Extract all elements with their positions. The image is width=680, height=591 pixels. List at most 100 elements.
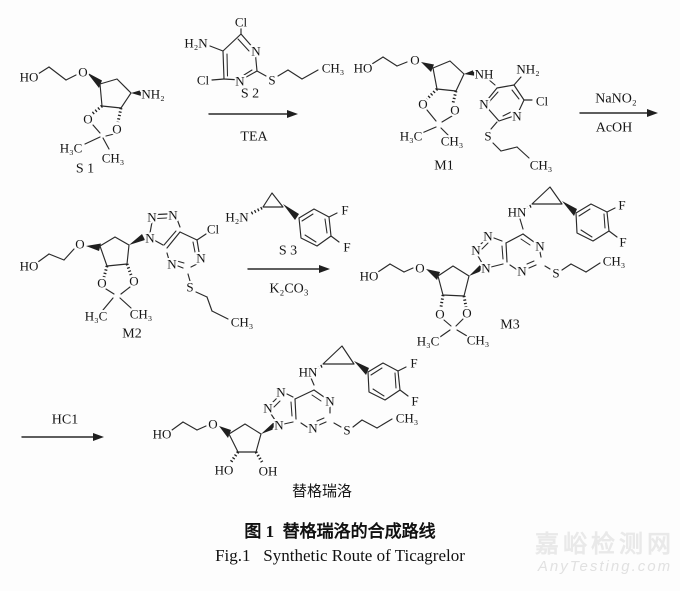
figure-caption-zh: 图 1 替格瑞洛的合成路线 xyxy=(244,522,436,541)
atom-label: HO xyxy=(20,259,39,274)
watermark-site-url: AnyTesting.com xyxy=(537,557,673,575)
atom-label: H₃C xyxy=(417,334,440,349)
bonds xyxy=(171,345,409,463)
bonds xyxy=(249,192,340,247)
atom-label: CH₃ xyxy=(530,158,553,173)
atom-label: N xyxy=(235,74,245,89)
structure-label-s3: S 3 xyxy=(279,244,297,259)
molecule-s3: H₂N F F S 3 xyxy=(223,192,353,259)
atom-label: H₃C xyxy=(60,141,83,156)
atom-label: O xyxy=(208,417,217,432)
atom-label: H₂N xyxy=(225,210,249,225)
bonds xyxy=(37,66,143,150)
atom-label: N xyxy=(167,257,177,272)
atom-label: Cl xyxy=(235,15,248,30)
atom-label: N xyxy=(535,239,545,254)
atom-label: CH₃ xyxy=(231,315,254,330)
molecule-m2: HO O N N N Cl N N S CH₃ O O H₃C CH₃ M2 xyxy=(18,206,256,342)
atom-label: F xyxy=(410,356,417,371)
watermark-site-name: 嘉峪检测网 xyxy=(535,532,675,558)
reagent-label: AcOH xyxy=(596,121,633,136)
atom-label: N xyxy=(196,251,206,266)
atom-label: H₃C xyxy=(85,309,108,324)
structure-label-m2: M2 xyxy=(122,327,141,342)
atom-label: O xyxy=(83,112,92,127)
atom-label: F xyxy=(618,198,625,213)
atom-label: CH₃ xyxy=(441,134,464,149)
atom-label: S xyxy=(186,280,193,295)
atom-label: F xyxy=(343,240,350,255)
atom-label: O xyxy=(410,53,419,68)
atom-label: O xyxy=(462,306,471,321)
atom-label: N xyxy=(168,208,178,223)
atom-label: S xyxy=(268,73,275,88)
atom-label: Cl xyxy=(197,73,210,88)
atom-label: NH₂ xyxy=(516,62,539,77)
atom-label: N xyxy=(483,229,493,244)
atom-label: Cl xyxy=(207,222,220,237)
atom-label: S xyxy=(484,129,491,144)
reagent-label: K₂CO₃ xyxy=(269,282,308,297)
bonds xyxy=(37,213,229,320)
structure-label-product: 替格瑞洛 xyxy=(292,483,352,500)
atom-label: HO xyxy=(20,70,39,85)
molecule-s1: HO O NH₂ O O H₃C CH₃ S 1 xyxy=(18,63,167,177)
reaction-arrow-4: HC1 xyxy=(21,413,104,441)
structure-label-m3: M3 xyxy=(500,318,519,333)
atom-label: N xyxy=(481,261,491,276)
atom-label: HN xyxy=(299,365,318,380)
atom-label: CH₃ xyxy=(467,333,490,348)
atom-label: N xyxy=(251,44,261,59)
reagent-label: HC1 xyxy=(52,413,78,428)
watermark: 嘉峪检测网 AnyTesting.com xyxy=(535,532,675,576)
atom-label: HN xyxy=(508,205,527,220)
reaction-arrow-1: TEA xyxy=(208,110,298,145)
atom-label: N xyxy=(512,109,522,124)
atom-label: CH₃ xyxy=(130,307,153,322)
atom-label: O xyxy=(415,261,424,276)
atom-label: HO xyxy=(153,427,172,442)
atom-label: N xyxy=(479,97,489,112)
atom-label: HO xyxy=(360,269,379,284)
atom-label: H₂N xyxy=(184,36,208,51)
atom-label: H₃C xyxy=(400,129,423,144)
atom-label: N xyxy=(276,385,286,400)
atom-label: CH₃ xyxy=(396,411,419,426)
bonds xyxy=(377,186,618,338)
atom-label: HO xyxy=(215,463,234,478)
atom-label: O xyxy=(450,103,459,118)
atom-label: O xyxy=(435,307,444,322)
atom-label: F xyxy=(341,203,348,218)
atom-label: O xyxy=(97,276,106,291)
atom-label: O xyxy=(129,274,138,289)
atom-label: N xyxy=(147,210,157,225)
atom-label: CH₃ xyxy=(603,254,626,269)
molecule-product: HO O HN N N N N N F F S CH₃ HO OH 替格瑞洛 xyxy=(151,345,421,500)
structure-label-m1: M1 xyxy=(434,159,453,174)
atom-label: NH₂ xyxy=(141,87,164,102)
reagent-label: TEA xyxy=(240,130,268,145)
molecule-m3: HO O HN N N N N N F F S CH₃ O O H₃C CH₃ … xyxy=(358,186,629,351)
atom-label: OH xyxy=(259,464,278,479)
reagent-label: NaNO₂ xyxy=(595,92,637,107)
reaction-arrow-2: NaNO₂ AcOH xyxy=(579,92,658,136)
atom-label: N xyxy=(471,243,481,258)
atom-label: F xyxy=(619,235,626,250)
atom-label: N xyxy=(263,401,273,416)
atom-label: Cl xyxy=(536,94,549,109)
structure-label-s1: S 1 xyxy=(76,162,94,177)
atom-label: O xyxy=(75,237,84,252)
atom-label: O xyxy=(78,65,87,80)
atom-label: S xyxy=(343,423,350,438)
atom-label: N xyxy=(308,421,318,436)
structure-label-s2: S 2 xyxy=(241,87,259,102)
atom-label: N xyxy=(274,418,284,433)
atom-label: O xyxy=(112,122,121,137)
figure-caption-en: Fig.1 Synthetic Route of Ticagrelor xyxy=(215,546,465,565)
molecule-m1: HO O NH NH₂ Cl N N S CH₃ O O H₃C CH₃ M1 xyxy=(352,51,555,175)
atom-label: S xyxy=(552,266,559,281)
reaction-arrow-3: K₂CO₃ xyxy=(247,265,330,297)
atom-label: N xyxy=(517,264,527,279)
atom-label: F xyxy=(411,394,418,409)
